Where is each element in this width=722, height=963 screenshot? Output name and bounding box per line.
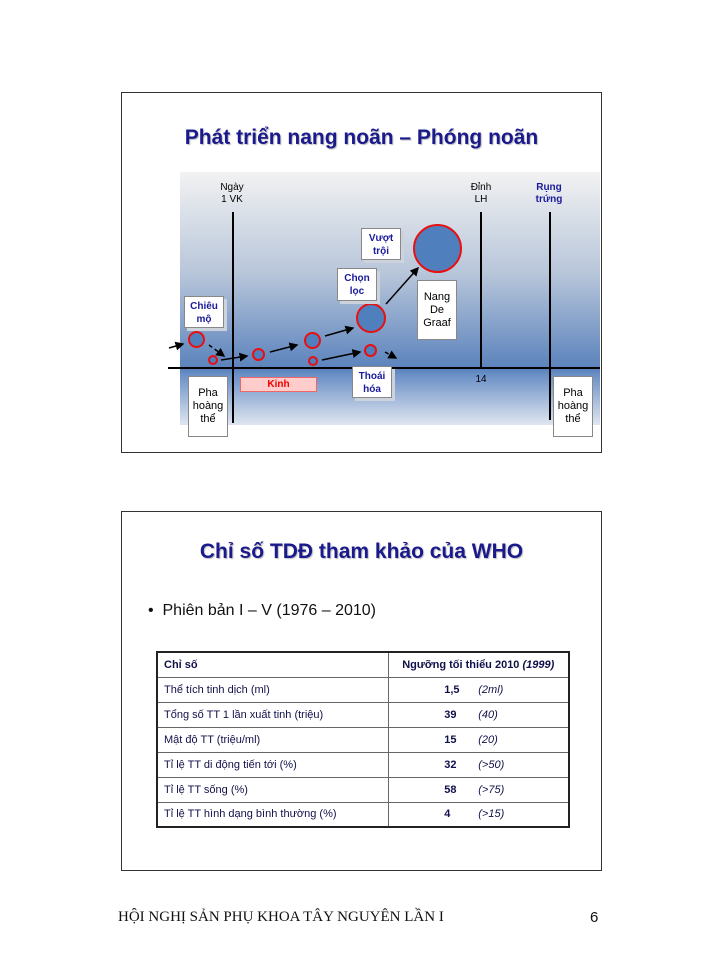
threshold-value: 15(20) — [387, 726, 570, 753]
follicle-icon — [304, 332, 321, 349]
indicator-name: Tỉ lệ TT hình dạng bình thường (%) — [156, 801, 389, 828]
table-row: Tỉ lệ TT sống (%)58(>75) — [156, 776, 570, 803]
table-row: Tổng số TT 1 lần xuất tinh (triệu)39(40) — [156, 701, 570, 728]
day14-label: 14 — [475, 374, 487, 385]
threshold-value: 32(>50) — [387, 751, 570, 778]
follicle-icon — [252, 348, 265, 361]
header-indicator: Chỉ số — [156, 651, 389, 678]
indicator-name: Tỉ lệ TT di động tiến tới (%) — [156, 751, 389, 778]
selected-follicle-icon — [356, 303, 386, 333]
table-row: Thể tích tinh dịch (ml)1,5(2ml) — [156, 676, 570, 703]
ovulation-line — [549, 212, 551, 420]
page-number: 6 — [590, 909, 599, 926]
threshold-value: 39(40) — [387, 701, 570, 728]
dominant-follicle-icon — [413, 224, 462, 273]
threshold-value: 1,5(2ml) — [387, 676, 570, 703]
follicle-icon — [188, 331, 205, 348]
table-row: Tỉ lệ TT di động tiến tới (%)32(>50) — [156, 751, 570, 778]
arrows — [168, 266, 419, 362]
threshold-value: 4(>15) — [387, 801, 570, 828]
follicle-icon — [308, 356, 318, 366]
indicator-name: Tỉ lệ TT sống (%) — [156, 776, 389, 803]
menses-box: Kinh — [240, 377, 317, 392]
atretic-follicle-icon — [364, 344, 377, 357]
indicator-name: Mật độ TT (triệu/ml) — [156, 726, 389, 753]
table-row: Tỉ lệ TT hình dạng bình thường (%)4(>15) — [156, 801, 570, 828]
threshold-value: 58(>75) — [387, 776, 570, 803]
bullet-text: Phiên bản I – V (1976 – 2010) — [162, 602, 377, 619]
slide2-title: Chỉ số TDĐ tham khảo của WHO — [199, 540, 524, 563]
header-threshold: Ngưỡng tối thiểu 2010 (1999) — [387, 651, 570, 678]
bullet-item: • Phiên bản I – V (1976 – 2010) — [148, 602, 377, 619]
indicator-name: Tổng số TT 1 lần xuất tinh (triệu) — [156, 701, 389, 728]
slide1-title: Phát triển nang noãn – Phóng noãn — [184, 126, 539, 149]
table-header: Chỉ số Ngưỡng tối thiểu 2010 (1999) — [156, 651, 570, 678]
lh-line — [480, 212, 482, 369]
day1-line — [232, 212, 234, 423]
table-row: Mật độ TT (triệu/ml)15(20) — [156, 726, 570, 753]
footer-text: HỘI NGHỊ SẢN PHỤ KHOA TÂY NGUYÊN LẦN I — [118, 909, 444, 925]
who-reference-table: Chỉ số Ngưỡng tối thiểu 2010 (1999) Thể … — [156, 651, 570, 828]
follicle-icon — [208, 355, 218, 365]
indicator-name: Thể tích tinh dịch (ml) — [156, 676, 389, 703]
